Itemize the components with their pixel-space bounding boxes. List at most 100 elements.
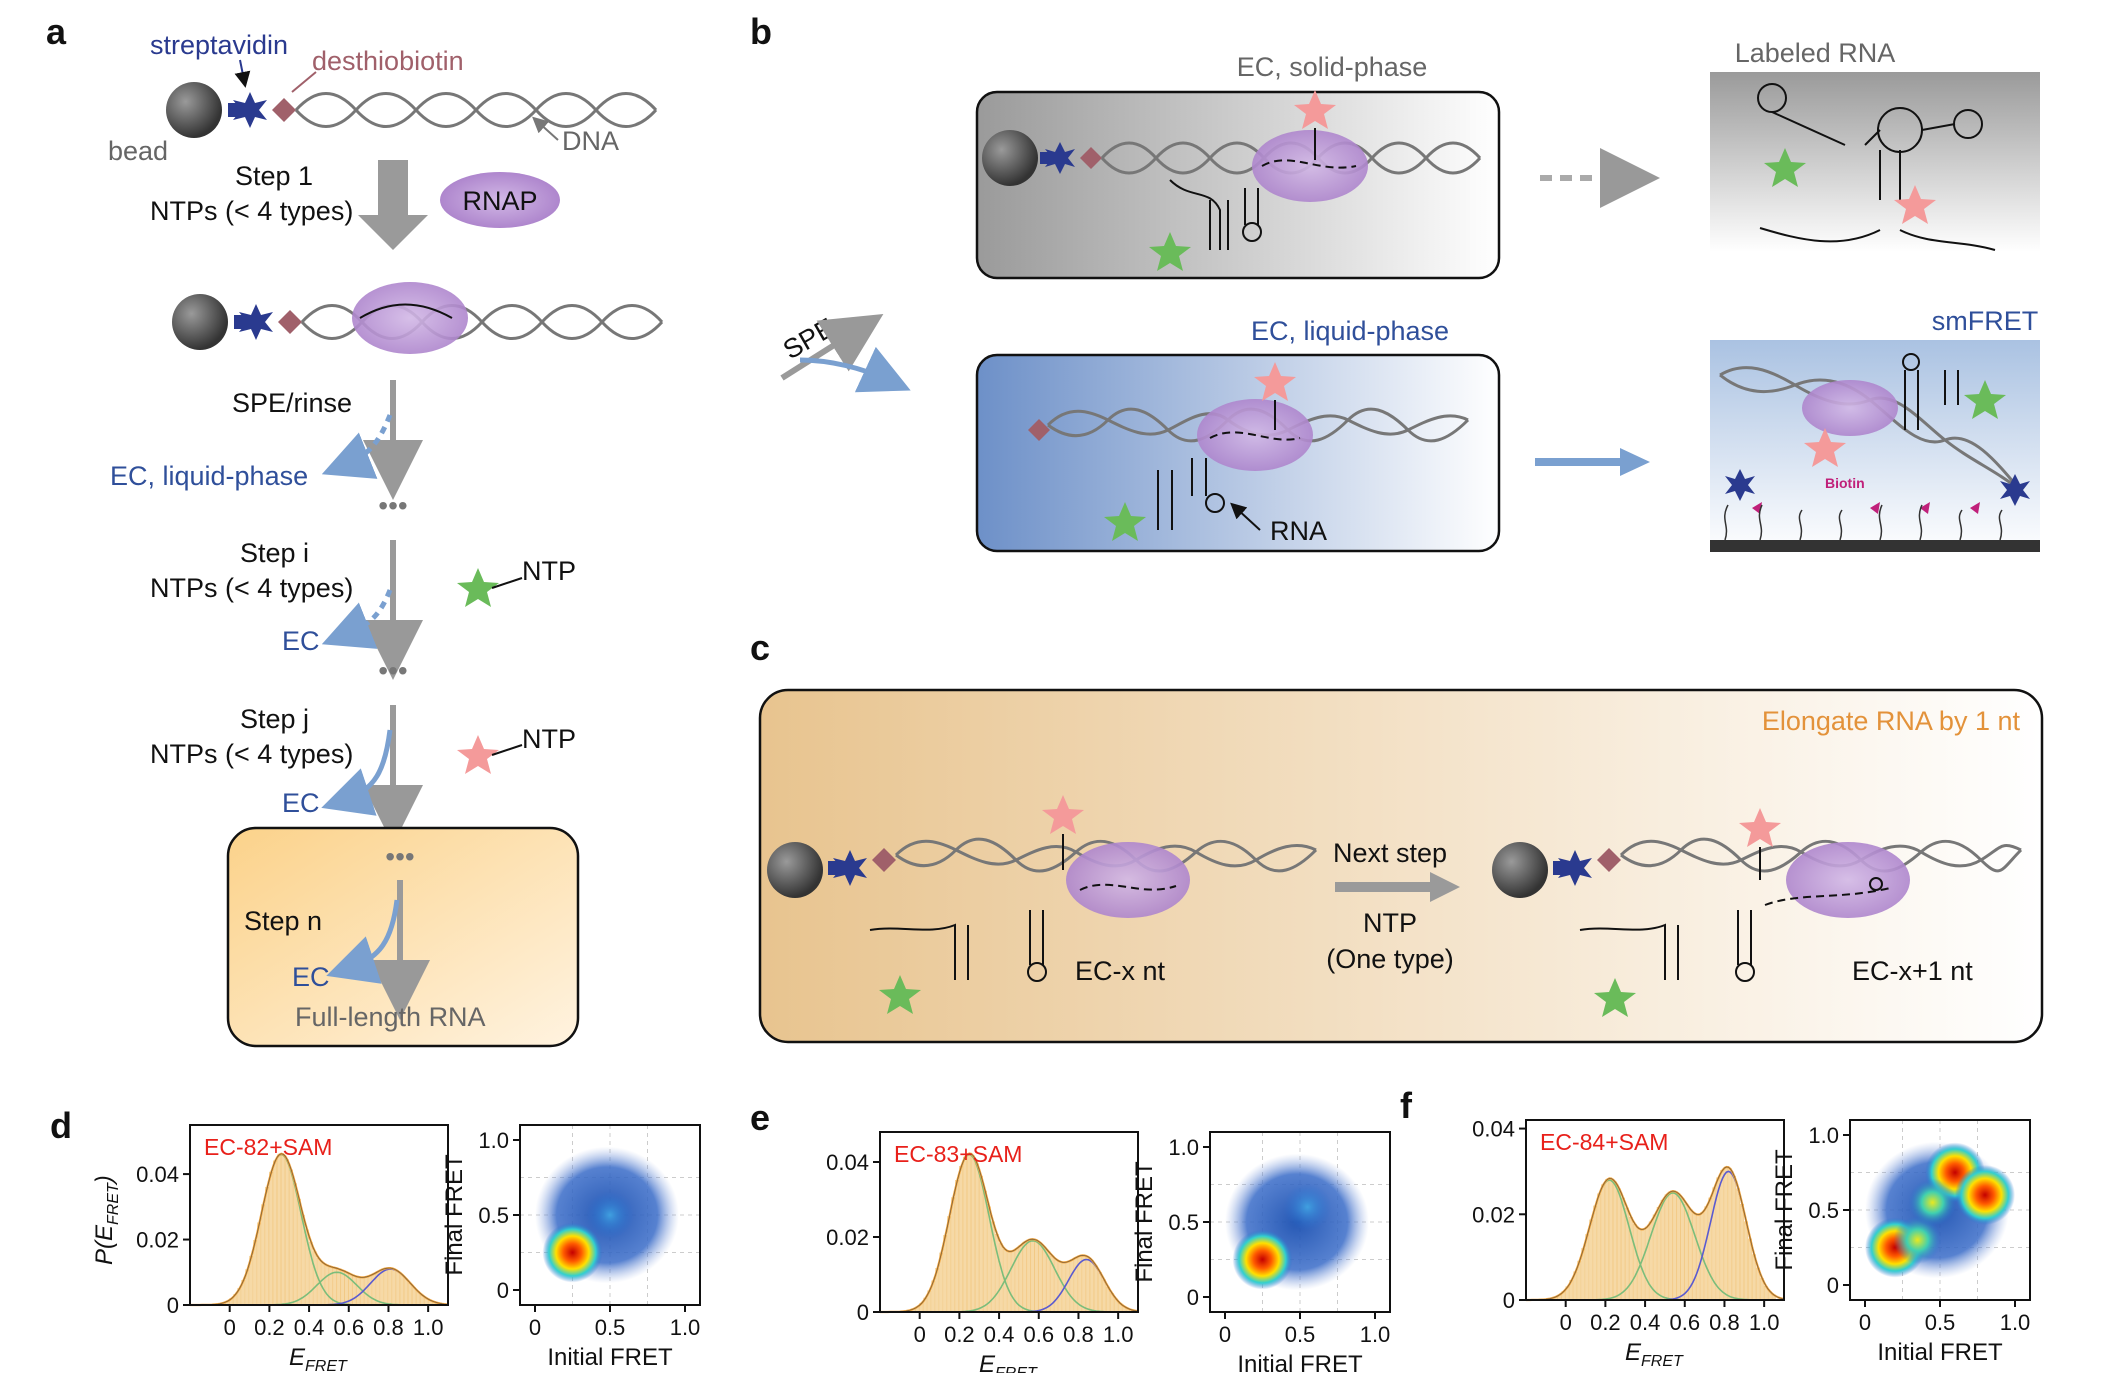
histogram-bar [1010, 1250, 1015, 1313]
histogram-bar [261, 1204, 266, 1306]
histogram-bar [1632, 1224, 1637, 1301]
histogram-bar [1676, 1193, 1681, 1301]
rna-loop [1242, 222, 1262, 242]
streptavidin-icon [228, 92, 267, 128]
x-tick-label: 1.0 [1749, 1310, 1780, 1335]
streptavidin-icon [1553, 850, 1592, 886]
y-axis-label: Final FRET [441, 1154, 468, 1276]
fit-envelope [190, 1153, 449, 1306]
histogram-bar [1708, 1197, 1713, 1301]
x-axis-label: Initial FRET [1877, 1339, 2003, 1366]
histogram-bar [1094, 1265, 1098, 1313]
x-tick-label: 1.0 [413, 1315, 444, 1340]
y-tick-label: 0.5 [478, 1203, 509, 1228]
bead-icon [172, 294, 228, 350]
tdp-density [1850, 1120, 2030, 1300]
x-tick-label: 0.2 [944, 1322, 975, 1347]
step-n-label: Step n [244, 906, 322, 936]
panel-label-e: e [750, 1097, 770, 1138]
bead-construct-top [166, 82, 658, 138]
x-tick-label: 0.5 [1925, 1310, 1956, 1335]
histogram-bar [959, 1166, 963, 1313]
desthiobiotin-icon [278, 310, 302, 334]
histogram-bar [1724, 1166, 1729, 1301]
y-tick-label: 0 [167, 1293, 179, 1318]
elongate-box [758, 688, 2044, 1044]
histogram-bar [1070, 1259, 1075, 1313]
histogram-bar [1609, 1178, 1613, 1301]
density-peak [1893, 1216, 1942, 1264]
cy5-star-icon [1042, 795, 1084, 834]
tdp-density [520, 1125, 700, 1305]
histogram-bar [1720, 1170, 1725, 1301]
streptavidin-label: streptavidin [150, 30, 288, 60]
y-tick-label: 0.04 [136, 1162, 179, 1187]
biotin-label: Biotin [1825, 475, 1865, 491]
desthiobiotin-icon [1080, 147, 1102, 169]
histogram-bar [273, 1160, 277, 1306]
bead-icon [1492, 842, 1548, 898]
rnap-icon [440, 172, 560, 228]
bead-icon [166, 82, 222, 138]
histogram-bar [296, 1199, 301, 1306]
y-tick-label: 0 [1827, 1273, 1839, 1298]
step-j-ntps-label: NTPs (< 4 types) [150, 739, 353, 769]
histogram-bar [947, 1216, 952, 1313]
step-i-ec-arrow [321, 589, 393, 649]
rna-strand [1764, 887, 1891, 906]
x-tick-label: 0.6 [333, 1315, 364, 1340]
ellipsis-2: ••• [378, 655, 407, 686]
y-tick-label: 0 [857, 1300, 869, 1325]
ellipsis-3: ••• [385, 841, 414, 872]
desthiobiotin-arrow [291, 71, 317, 93]
incoming-ntp [1869, 877, 1883, 891]
histogram-bar [269, 1171, 273, 1306]
y-tick-label: 1.0 [1808, 1123, 1839, 1148]
histogram-bar [352, 1275, 357, 1306]
step1-label: Step 1 [235, 161, 313, 191]
y-tick-label: 0 [497, 1278, 509, 1303]
rna-hairpin [1169, 179, 1221, 250]
desthiobiotin-icon [872, 848, 896, 872]
smfret-title: smFRET [1932, 306, 2038, 336]
histogram-bar [1589, 1219, 1594, 1301]
histogram-label: EC-82+SAM [204, 1134, 332, 1160]
histogram-bar [1744, 1221, 1748, 1301]
rnap-icon [1252, 130, 1368, 202]
histogram-bar [1054, 1259, 1059, 1313]
fit-envelope [1526, 1166, 1785, 1301]
x-tick-label: 0 [224, 1315, 236, 1340]
cy3-star-icon [1964, 380, 2006, 419]
rnap-icon [1802, 380, 1898, 436]
step-j-ec-arrow [321, 729, 393, 816]
histogram-frame [189, 1124, 449, 1306]
cy3-star-icon [1104, 502, 1146, 541]
histogram-bar [408, 1282, 412, 1306]
rna-strand [1261, 159, 1357, 169]
x-tick-label: 1.0 [1103, 1322, 1134, 1347]
cy5-star-icon [1804, 428, 1846, 467]
histogram-bar [1593, 1205, 1598, 1301]
histogram-bar [1066, 1261, 1071, 1313]
histogram-bar [1022, 1241, 1027, 1313]
rna-label: RNA [1270, 516, 1327, 546]
x-tick-label: 0 [914, 1322, 926, 1347]
histogram-frame [879, 1131, 1139, 1313]
histogram-bar [1704, 1206, 1709, 1301]
histogram-bar [1728, 1168, 1733, 1301]
histogram-bar [285, 1159, 289, 1306]
x-tick-label: 1.0 [2000, 1310, 2031, 1335]
x-axis-label: EFRET [1625, 1339, 1684, 1370]
histogram-frame [1525, 1119, 1785, 1301]
step-i-ec-label: EC [282, 626, 320, 656]
step1-ntps-label: NTPs (< 4 types) [150, 196, 353, 226]
histogram-bar [1098, 1272, 1102, 1313]
rnap-icon [352, 282, 468, 354]
x-tick-label: 1.0 [670, 1315, 701, 1340]
y-tick-label: 0.5 [1808, 1198, 1839, 1223]
streptavidin-icon [234, 304, 273, 340]
